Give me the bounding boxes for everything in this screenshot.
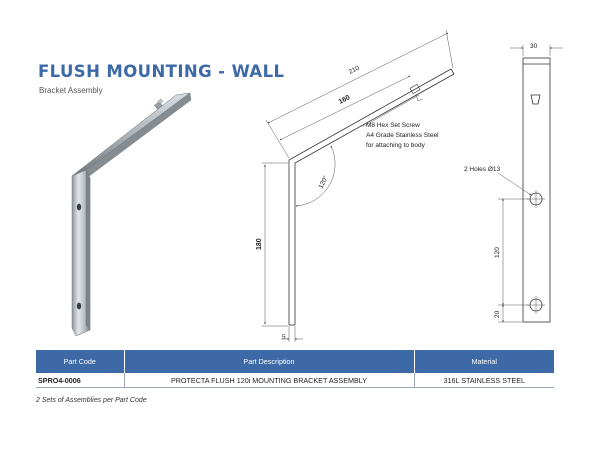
header-part-code: Part Code bbox=[36, 350, 125, 373]
bracket-render bbox=[71, 92, 192, 337]
dim-160: 160 bbox=[338, 94, 352, 106]
set-screw bbox=[154, 98, 164, 110]
table-header-row: Part Code Part Description Material bbox=[36, 350, 554, 373]
dim-210: 210 bbox=[348, 64, 361, 75]
footnote: 2 Sets of Assemblies per Part Code bbox=[36, 397, 147, 404]
table-row: SPRO4-0006 PROTECTA FLUSH 120i MOUNTING … bbox=[36, 373, 554, 388]
cell-material: 316L STAINLESS STEEL bbox=[414, 373, 554, 388]
header-material: Material bbox=[414, 350, 554, 373]
header-part-description: Part Description bbox=[124, 350, 415, 373]
screw-callout: M8 Hex Set Screw A4 Grade Stainless Stee… bbox=[366, 122, 440, 149]
callout-line-2: A4 Grade Stainless Steel bbox=[366, 132, 439, 139]
page-subtitle: Bracket Assembly bbox=[39, 86, 103, 95]
dim-20: 20 bbox=[494, 310, 501, 318]
side-view bbox=[497, 45, 563, 323]
dim-30: 30 bbox=[530, 43, 538, 50]
dim-180: 180 bbox=[256, 238, 263, 250]
dim-120: 120 bbox=[494, 247, 501, 258]
callout-line-1: M8 Hex Set Screw bbox=[366, 122, 420, 129]
holes-label: 2 Holes Ø13 bbox=[464, 166, 501, 173]
cell-part-code: SPRO4-0006 bbox=[36, 373, 125, 388]
dim-5: 5 bbox=[282, 334, 286, 341]
parts-table: Part Code Part Description Material SPRO… bbox=[36, 350, 554, 388]
page-title: FLUSH MOUNTING - WALL bbox=[38, 62, 285, 81]
callout-line-3: for attaching to body bbox=[366, 142, 426, 149]
profile-view bbox=[262, 29, 455, 342]
cell-part-description: PROTECTA FLUSH 120i MOUNTING BRACKET ASS… bbox=[124, 373, 415, 388]
